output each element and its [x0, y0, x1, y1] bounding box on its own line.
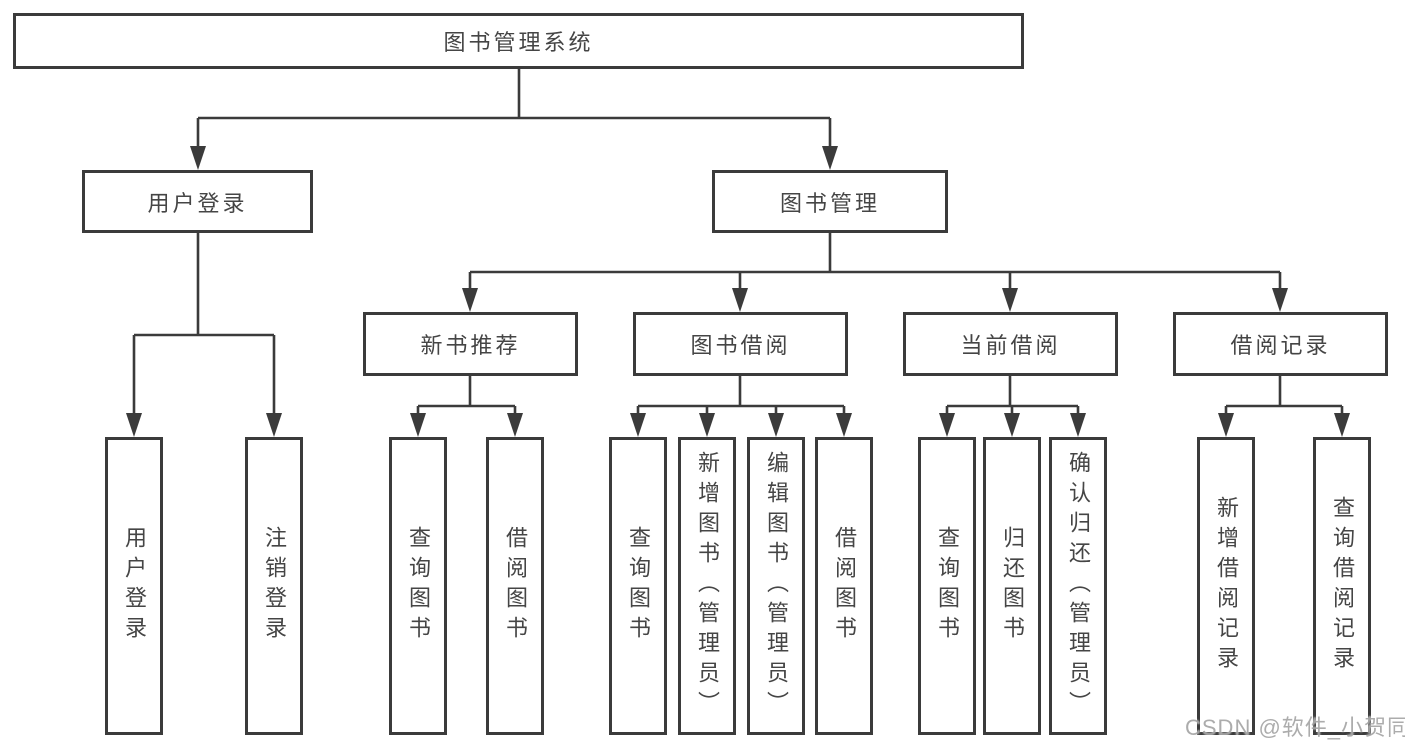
leaf-recommend-query-books: 查询图书	[389, 437, 447, 735]
edges-book-borrowing	[630, 376, 852, 437]
arrowhead	[1070, 413, 1086, 437]
node-new-book-recommend: 新书推荐	[363, 312, 578, 376]
csdn-watermark: CSDN @软件_小贺同学	[1185, 715, 1405, 740]
arrowhead	[190, 146, 206, 170]
edge-line	[416, 376, 517, 415]
edges-book-management	[462, 233, 1288, 312]
leaf-borrowing-borrow-books: 借阅图书	[815, 437, 873, 735]
leaf-current-confirm-return-admin: 确认归还（管理员）	[1049, 437, 1107, 735]
arrowhead	[939, 413, 955, 437]
leaf-records-query-record: 查询借阅记录	[1313, 437, 1371, 735]
arrowhead	[836, 413, 852, 437]
edge-line	[468, 233, 1282, 290]
arrowhead	[630, 413, 646, 437]
node-book-borrowing: 图书借阅	[633, 312, 848, 376]
arrowhead	[1002, 288, 1018, 312]
arrowhead	[410, 413, 426, 437]
leaf-borrowing-add-books-admin: 新增图书（管理员）	[678, 437, 736, 735]
edge-line	[945, 376, 1080, 415]
edges-root	[190, 69, 838, 170]
leaf-logout: 注销登录	[245, 437, 303, 735]
arrowhead	[507, 413, 523, 437]
node-borrowing-records: 借阅记录	[1173, 312, 1388, 376]
arrowhead	[699, 413, 715, 437]
leaf-records-add-record: 新增借阅记录	[1197, 437, 1255, 735]
edges-new-book-recommend	[410, 376, 523, 437]
edges-user-login	[126, 233, 282, 437]
leaf-user-login: 用户登录	[105, 437, 163, 735]
node-current-borrowing: 当前借阅	[903, 312, 1118, 376]
arrowhead	[1004, 413, 1020, 437]
arrowhead	[266, 413, 282, 437]
arrowhead	[822, 146, 838, 170]
leaf-recommend-borrow-books: 借阅图书	[486, 437, 544, 735]
arrowhead	[768, 413, 784, 437]
leaf-borrowing-edit-books-admin: 编辑图书（管理员）	[747, 437, 805, 735]
node-book-management: 图书管理	[712, 170, 948, 233]
edge-line	[132, 233, 276, 415]
arrowhead	[462, 288, 478, 312]
edges-current-borrowing	[939, 376, 1086, 437]
edge-line	[196, 69, 832, 148]
node-user-login: 用户登录	[82, 170, 313, 233]
edge-line	[1224, 376, 1344, 415]
leaf-current-query-books: 查询图书	[918, 437, 976, 735]
leaf-current-return-books: 归还图书	[983, 437, 1041, 735]
arrowhead	[1334, 413, 1350, 437]
node-root: 图书管理系统	[13, 13, 1024, 69]
arrowhead	[732, 288, 748, 312]
leaf-borrowing-query-books: 查询图书	[609, 437, 667, 735]
edges-borrowing-records	[1218, 376, 1350, 437]
arrowhead	[1218, 413, 1234, 437]
arrowhead	[1272, 288, 1288, 312]
edge-line	[636, 376, 846, 415]
arrowhead	[126, 413, 142, 437]
